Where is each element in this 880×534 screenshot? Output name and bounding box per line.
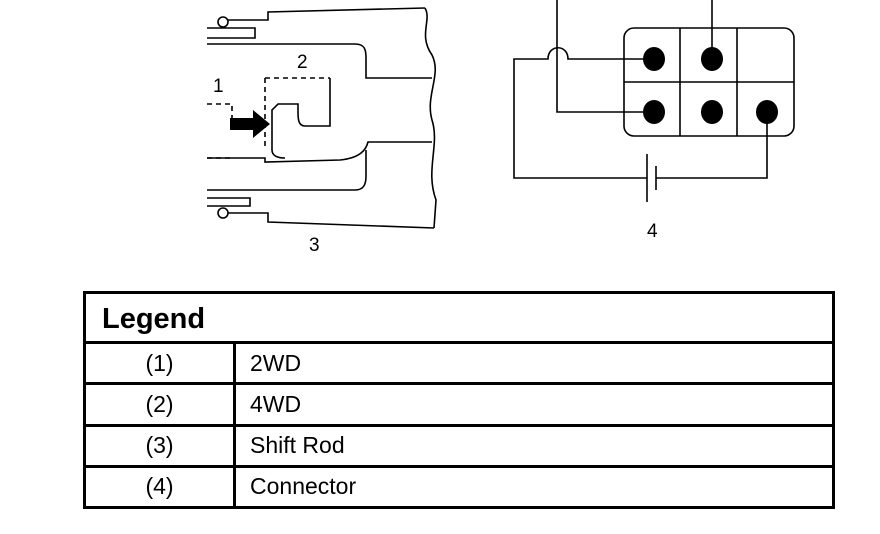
legend-row: (3) Shift Rod <box>86 426 832 468</box>
test-circuit-wiring <box>513 0 768 202</box>
shift-direction-arrow-icon <box>230 110 270 138</box>
legend-value: 4WD <box>250 390 302 417</box>
callout-4: 4 <box>647 221 658 242</box>
legend-key: (2) <box>86 385 236 424</box>
connector-pins <box>643 47 778 124</box>
legend-key: (1) <box>86 344 236 383</box>
legend-table: Legend (1) 2WD (2) 4WD (3) Shift Rod (4)… <box>83 291 835 509</box>
connector-body <box>623 27 795 137</box>
legend-value: Shift Rod <box>250 432 345 459</box>
callout-2: 2 <box>297 52 308 73</box>
switch-diagram: 1 2 3 4 <box>207 0 795 256</box>
legend-value: 2WD <box>250 349 302 376</box>
callout-1: 1 <box>213 76 224 97</box>
shift-rod-housing <box>207 7 437 229</box>
legend-row: (2) 4WD <box>86 385 832 427</box>
legend-key: (3) <box>86 426 236 465</box>
legend-key: (4) <box>86 467 236 506</box>
legend-value: Connector <box>250 473 357 500</box>
callout-3: 3 <box>309 235 320 256</box>
legend-row: (1) 2WD <box>86 344 832 386</box>
position-2wd-outline <box>207 77 330 159</box>
legend-row: (4) Connector <box>86 467 832 506</box>
legend-title: Legend <box>86 294 832 344</box>
